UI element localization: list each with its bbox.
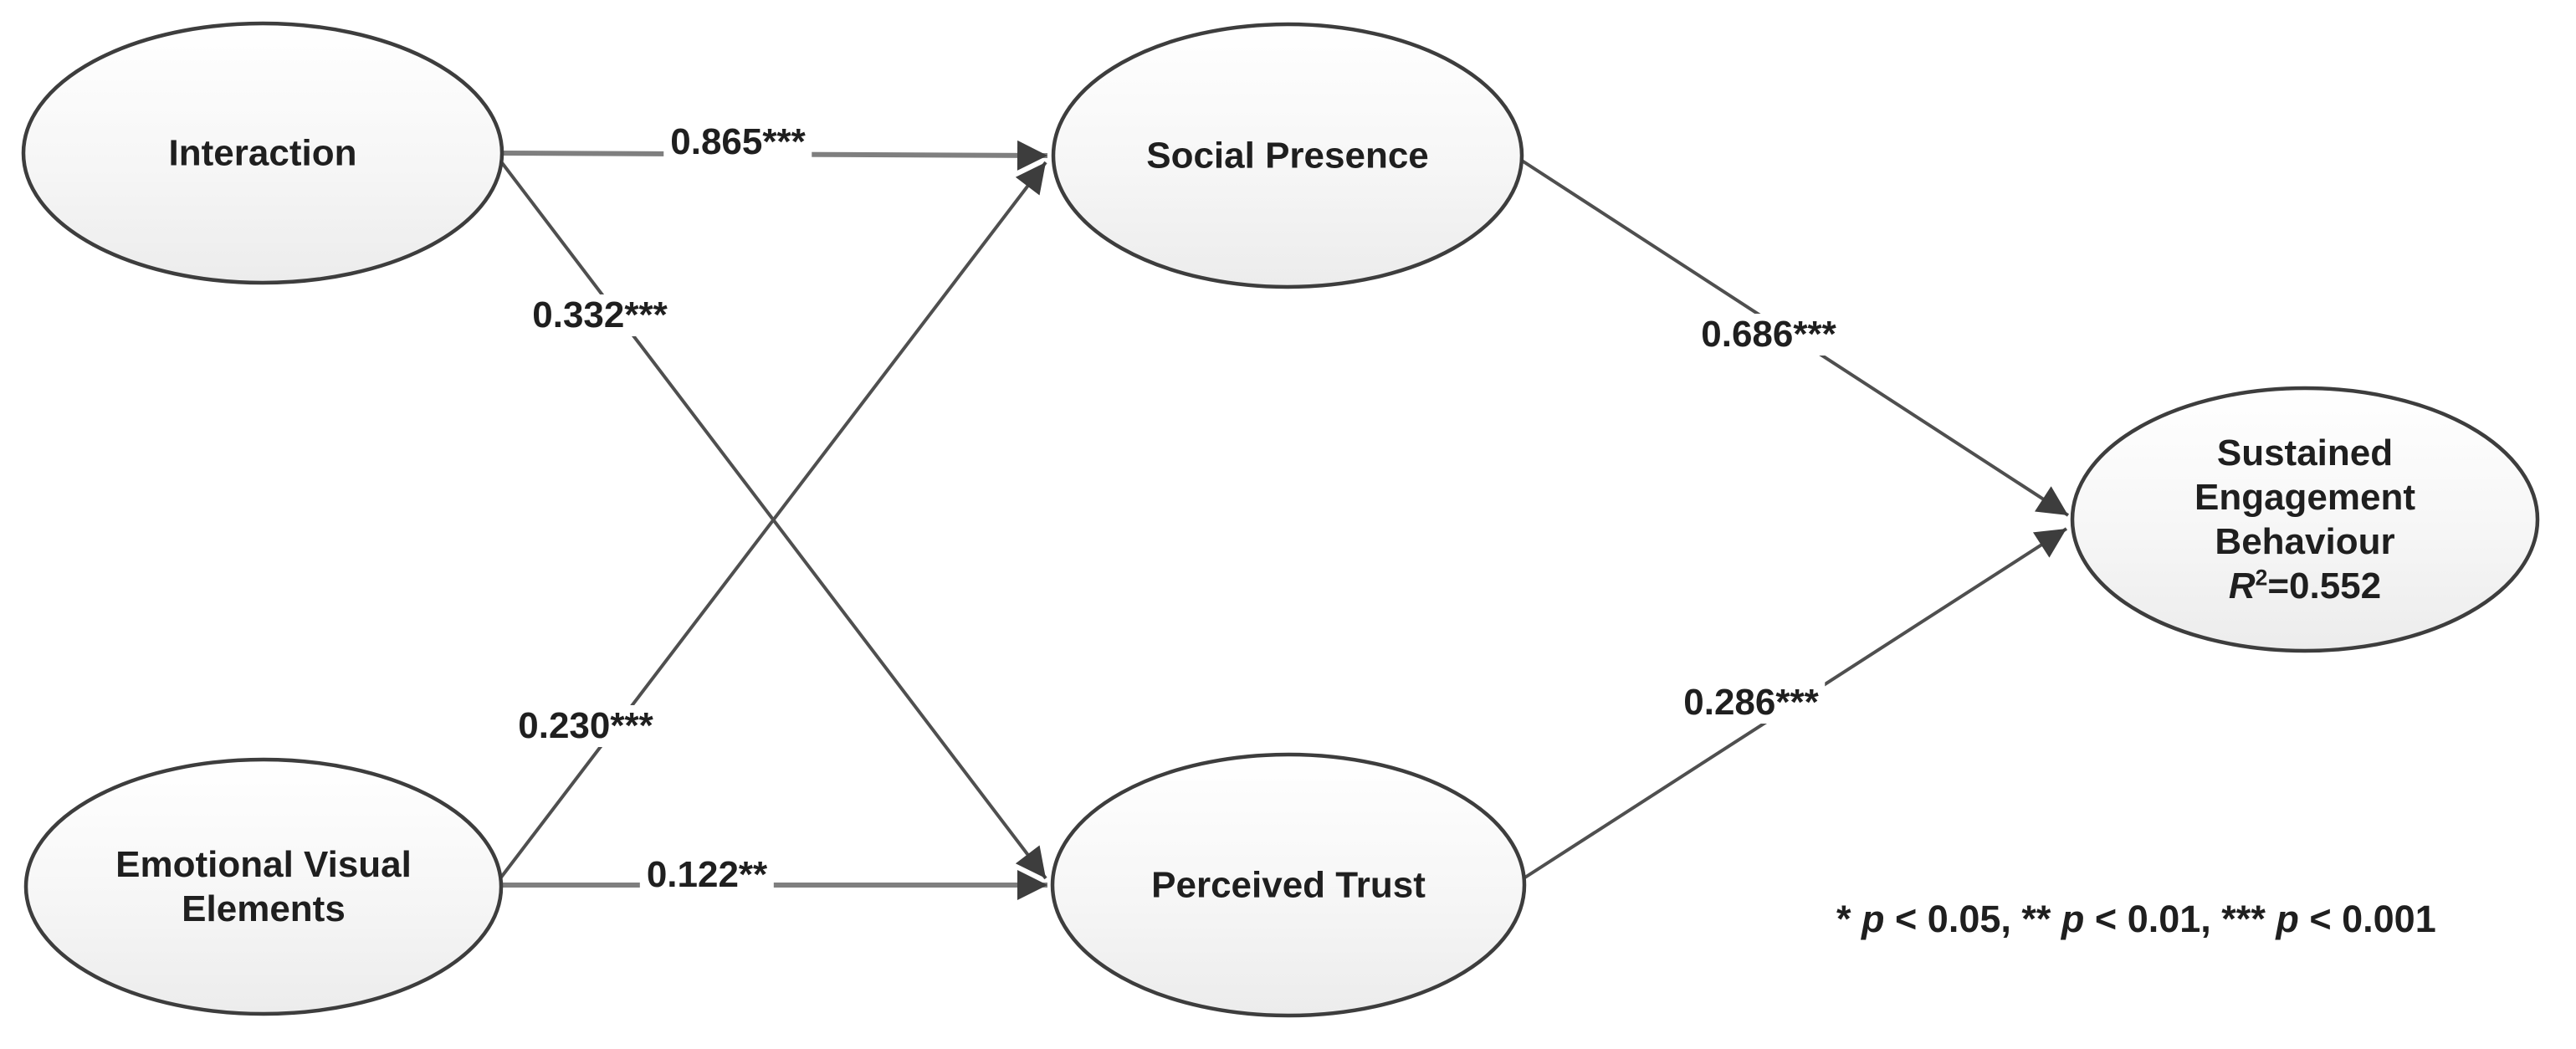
edge-social-presence-to-sustained-engagement-behaviour bbox=[1518, 157, 2070, 517]
edge-emotional-visual-elements-to-social-presence bbox=[499, 161, 1047, 880]
node-perceived-trust bbox=[1050, 752, 1527, 1018]
node-sustained-engagement-behaviour bbox=[2070, 386, 2540, 653]
nodes-group bbox=[21, 21, 2540, 1018]
node-interaction bbox=[21, 21, 504, 285]
node-emotional-visual-elements bbox=[23, 757, 504, 1016]
edge-interaction-to-social-presence bbox=[501, 140, 1048, 171]
node-social-presence bbox=[1051, 22, 1524, 289]
edge-perceived-trust-to-sustained-engagement-behaviour bbox=[1519, 527, 2068, 882]
